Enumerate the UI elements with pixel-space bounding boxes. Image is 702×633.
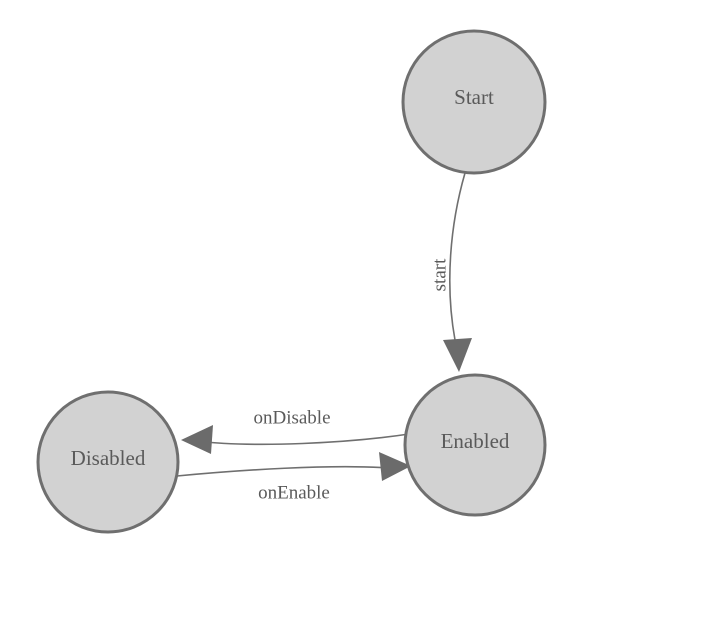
node-start-label: Start	[454, 85, 494, 109]
edge-disabled-to-enabled-line	[176, 465, 391, 477]
node-start-circle	[401, 29, 547, 175]
node-disabled-label: Disabled	[71, 446, 146, 470]
edge-start-to-enabled-line	[448, 172, 466, 341]
arrowhead-right-icon	[379, 452, 411, 481]
arrowhead-left-icon	[181, 425, 213, 454]
edge-label-onenable: onEnable	[258, 482, 330, 503]
node-disabled[interactable]: Disabled	[36, 390, 180, 534]
node-enabled-label: Enabled	[441, 429, 510, 453]
node-start[interactable]: Start	[401, 29, 547, 175]
edge-start-to-enabled[interactable]: start	[429, 172, 472, 372]
edge-label-start: start	[429, 258, 450, 291]
edge-enabled-to-disabled[interactable]: onDisable	[181, 407, 410, 454]
arrowhead-down-icon	[443, 338, 472, 372]
edge-enabled-to-disabled-line	[195, 433, 410, 446]
node-disabled-circle	[36, 390, 180, 534]
node-enabled-circle	[403, 373, 547, 517]
node-enabled[interactable]: Enabled	[403, 373, 547, 517]
edge-label-ondisable: onDisable	[253, 407, 330, 428]
edge-disabled-to-enabled[interactable]: onEnable	[176, 452, 411, 503]
